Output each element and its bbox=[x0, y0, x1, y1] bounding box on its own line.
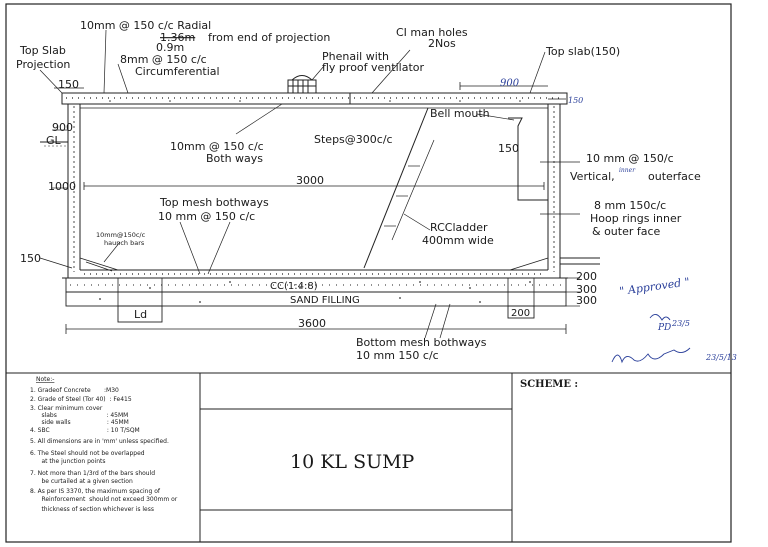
label-haunch-2: haunch bars bbox=[104, 239, 145, 247]
note-line: 2. Grade of Steel (Tor 40) : Fe415 bbox=[30, 396, 132, 403]
label-radial: 10mm @ 150 c/c Radial bbox=[80, 19, 211, 32]
label-phenail-1: Phenail with bbox=[322, 50, 389, 63]
note-line: 5. All dimensions are in 'mm' unless spe… bbox=[30, 438, 169, 445]
label-ladder-1: RCCladder bbox=[430, 221, 488, 234]
label-gl: GL bbox=[46, 134, 62, 147]
concrete-hatch bbox=[99, 100, 531, 303]
ld-box bbox=[117, 305, 163, 323]
label-bell-mouth: Bell mouth bbox=[430, 107, 490, 120]
note-line: 8. As per IS 3370, the maximum spacing o… bbox=[30, 488, 161, 495]
label-vertical-3: outerface bbox=[648, 170, 701, 183]
note-line: at the junction points bbox=[30, 458, 106, 465]
approval-initials: PD bbox=[657, 323, 671, 333]
label-manholes-2: 2Nos bbox=[428, 37, 456, 50]
label-manholes-1: CI man holes bbox=[396, 26, 468, 39]
notes-list: 1. Gradeof Concrete :M30 2. Grade of Stee… bbox=[30, 387, 178, 513]
label-cc: CC(1:4:8) bbox=[270, 281, 318, 292]
approval-date: 23/5 bbox=[671, 319, 690, 328]
label-phenail-2: fly proof ventilator bbox=[322, 61, 424, 74]
note-line: 4. SBC : 10 T/SQM bbox=[30, 427, 140, 434]
label-vertical-2-insert: inner bbox=[619, 167, 636, 174]
label-dim-300b: 300 bbox=[576, 294, 597, 307]
sump-section bbox=[39, 75, 600, 334]
approval-signature-date: 23/5/13 bbox=[705, 353, 737, 362]
label-vertical-2: Vertical, bbox=[570, 170, 615, 183]
label-bottom-mesh-1: Bottom mesh bothways bbox=[356, 336, 487, 349]
scheme-label: SCHEME : bbox=[520, 379, 578, 390]
signature-mark-2 bbox=[649, 314, 671, 321]
label-dim-150-inner: 150 bbox=[498, 142, 519, 155]
diagram-labels: 10mm @ 150 c/c Radial 1.36m from end of … bbox=[16, 19, 701, 362]
label-dim-300a: 300 bbox=[576, 283, 597, 296]
notes-heading: Note:- bbox=[36, 376, 54, 383]
sand-layer bbox=[65, 291, 567, 307]
label-dim-1000: 1000 bbox=[48, 180, 76, 193]
label-ld: Ld bbox=[134, 308, 147, 321]
label-top-mesh-1: Top mesh bothways bbox=[159, 196, 269, 209]
note-line: side walls : 45MM bbox=[30, 419, 129, 426]
label-vertical-1: 10 mm @ 150/c bbox=[586, 152, 674, 165]
drawing-title: 10 KL SUMP bbox=[290, 451, 415, 473]
label-dim-150-top-left: 150 bbox=[58, 78, 79, 91]
label-radial-from: from end of projection bbox=[208, 31, 330, 44]
label-hoop-3: & outer face bbox=[592, 225, 661, 238]
sheet-border bbox=[5, 3, 732, 543]
label-dim-150-left: 150 bbox=[20, 252, 41, 265]
label-steps: Steps@300c/c bbox=[314, 133, 393, 146]
approval-marks: " Approved " PD 23/5 23/5/13 bbox=[611, 275, 737, 364]
note-line: thickness of section whichever is less bbox=[30, 506, 154, 513]
approved-stamp: " Approved " bbox=[619, 275, 691, 298]
label-radial-note: 0.9m bbox=[156, 41, 184, 54]
label-bottom-mesh-2: 10 mm 150 c/c bbox=[356, 349, 439, 362]
rcc-ladder bbox=[363, 107, 429, 269]
label-both-ways-1: 10mm @ 150 c/c bbox=[170, 140, 264, 153]
notes-panel: Note:- 1. Gradeof Concrete :M30 2. Grade … bbox=[30, 376, 178, 513]
label-top-slab-projection-1: Top Slab bbox=[19, 44, 66, 57]
leader-lines bbox=[39, 29, 580, 339]
label-ladder-2: 400mm wide bbox=[422, 234, 494, 247]
note-line: 7. Not more than 1/3rd of the bars shoul… bbox=[30, 470, 155, 477]
label-sand: SAND FILLING bbox=[290, 295, 360, 306]
label-hoop-1: 8 mm 150c/c bbox=[594, 199, 666, 212]
top-slab bbox=[61, 92, 568, 105]
label-haunch-1: 10mm@150c/c bbox=[96, 231, 146, 239]
label-top-mesh-2: 10 mm @ 150 c/c bbox=[158, 210, 255, 223]
label-circumferential-1: 8mm @ 150 c/c bbox=[120, 53, 207, 66]
note-line: 1. Gradeof Concrete :M30 bbox=[30, 387, 119, 394]
signature-mark bbox=[611, 347, 691, 364]
label-dim-200: 200 bbox=[576, 270, 597, 283]
note-line: 6. The Steel should not be overlapped bbox=[30, 450, 145, 457]
bell-mouth-pipe bbox=[512, 117, 548, 201]
label-dim-3000: 3000 bbox=[296, 174, 324, 187]
title-block bbox=[6, 372, 731, 542]
note-line: slabs : 45MM bbox=[30, 412, 128, 419]
label-hoop-2: Hoop rings inner bbox=[590, 212, 682, 225]
label-both-ways-2: Both ways bbox=[206, 152, 263, 165]
label-dim-900-left: 900 bbox=[52, 121, 73, 134]
label-dim-150-right: 150 bbox=[568, 96, 583, 105]
label-dim-900-top: 900 bbox=[500, 78, 520, 89]
label-top-slab: Top slab(150) bbox=[545, 45, 620, 58]
label-top-slab-projection-2: Projection bbox=[16, 58, 70, 71]
label-dim-200-box: 200 bbox=[511, 308, 530, 319]
label-dim-3600: 3600 bbox=[298, 317, 326, 330]
label-radial-struck: 1.36m bbox=[160, 31, 195, 44]
label-circumferential-2: Circumferential bbox=[135, 65, 220, 78]
note-line: Reinforcement should not exceed 300mm or bbox=[30, 496, 178, 503]
note-line: 3. Clear minimum cover bbox=[30, 405, 103, 412]
end-200-box bbox=[507, 305, 535, 319]
note-line: be curtailed at a given section bbox=[30, 478, 133, 485]
